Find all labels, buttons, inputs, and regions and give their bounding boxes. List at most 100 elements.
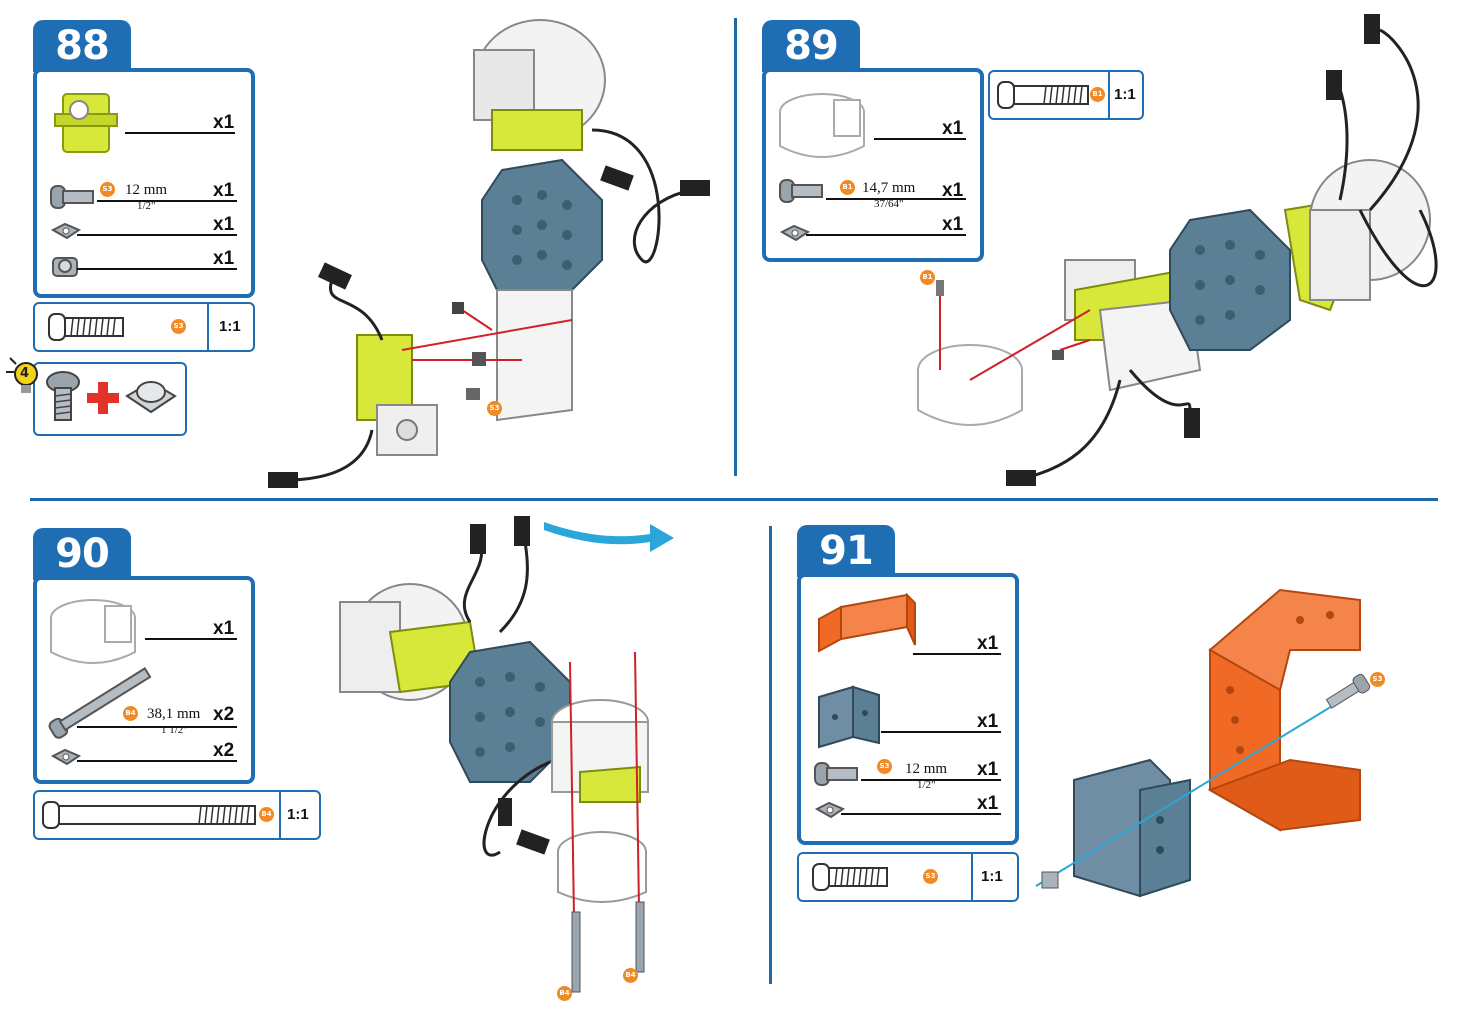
divider-horizontal — [30, 498, 1438, 501]
orange-u-bracket-icon — [818, 592, 916, 653]
quantity: x1 — [977, 633, 999, 654]
lock-nut-icon — [52, 257, 78, 277]
quantity: x1 — [213, 214, 235, 235]
long-screw-icon — [42, 801, 256, 829]
step-number: 90 — [33, 528, 131, 580]
parts-list: x1 B4 38,1 mm 1 1/2" x2 x2 — [33, 576, 255, 784]
length-mm: 12 mm — [125, 182, 168, 198]
assembly-illustration — [917, 14, 1438, 486]
servo-horn-cap-icon — [779, 93, 865, 158]
part-code-badge: B1 — [840, 180, 855, 195]
long-screw-icon — [48, 667, 152, 739]
quantity: x1 — [942, 118, 964, 139]
parts-list: x1 S3 12 mm 1/2" x1 x1 x1 — [33, 68, 255, 298]
assembly-illustration — [268, 19, 710, 488]
leader-line — [874, 138, 966, 140]
quantity: x1 — [213, 248, 235, 269]
scale-label: 1:1 — [981, 868, 1003, 885]
callout-code-badge: S3 — [487, 401, 502, 416]
part-code-badge: S3 — [877, 759, 892, 774]
leader-line — [77, 760, 237, 762]
parts-list: x1 x1 S3 12 mm 1/2" x1 x1 — [797, 573, 1019, 845]
tip-screw-icon — [46, 371, 80, 421]
screw-icon — [779, 179, 823, 203]
leader-line — [913, 653, 1001, 655]
quantity: x1 — [942, 180, 964, 201]
square-nut-icon — [814, 801, 846, 819]
scale-separator — [207, 304, 209, 350]
part-code-badge: S3 — [100, 182, 115, 197]
step-number: 89 — [762, 20, 860, 72]
callout-code-badge: B4 — [623, 968, 638, 983]
actual-size-guide: B1 1:1 — [988, 70, 1144, 120]
part-code-badge: B4 — [259, 807, 274, 822]
leader-line — [77, 726, 237, 728]
quantity: x2 — [213, 740, 235, 761]
quantity: x1 — [213, 618, 235, 639]
lightbulb-tip-icon — [6, 357, 38, 393]
callout-code-badge: B4 — [557, 986, 572, 1001]
screw-icon — [814, 762, 858, 786]
scale-label: 1:1 — [287, 806, 309, 823]
quantity: x2 — [213, 704, 235, 725]
quantity: x1 — [977, 793, 999, 814]
length-mm: 14,7 mm — [862, 180, 916, 196]
leader-line — [841, 813, 1001, 815]
quantity: x1 — [213, 112, 235, 133]
assembly-illustration — [339, 516, 649, 993]
tip-number: 4 — [20, 366, 30, 381]
actual-size-guide: B4 1:1 — [33, 790, 321, 840]
length-inch: 1/2" — [917, 779, 936, 791]
scale-separator — [971, 854, 973, 900]
leader-line — [861, 779, 1001, 781]
length-mm: 38,1 mm — [147, 706, 201, 722]
rotate-arrow-icon — [544, 522, 674, 552]
quantity: x1 — [213, 180, 235, 201]
scale-separator — [1108, 72, 1110, 118]
square-nut-icon — [50, 222, 82, 240]
screw-icon — [48, 313, 124, 341]
length-mm: 12 mm — [905, 761, 948, 777]
divider-vertical-top — [734, 18, 737, 476]
scale-separator — [279, 792, 281, 838]
scale-label: 1:1 — [219, 318, 241, 335]
leader-line — [806, 234, 966, 236]
part-code-badge: S3 — [171, 319, 186, 334]
square-nut-icon — [779, 224, 811, 242]
quantity: x1 — [942, 214, 964, 235]
screw-icon — [997, 81, 1089, 109]
callout-code-badge: S3 — [1370, 672, 1385, 687]
actual-size-guide: S3 1:1 — [797, 852, 1019, 902]
callout-code-badge: B1 — [920, 270, 935, 285]
servo-horn-cap-icon — [50, 599, 136, 664]
divider-vertical-bottom — [769, 526, 772, 984]
length-inch: 1/2" — [137, 200, 156, 212]
step-number: 91 — [797, 525, 895, 577]
step-number: 88 — [33, 20, 131, 72]
servo-motor-icon — [54, 93, 118, 153]
leader-line — [125, 132, 235, 134]
blue-bracket-icon — [818, 685, 880, 749]
parts-list: x1 B1 14,7 mm 37/64" x1 x1 — [762, 68, 984, 262]
lock-nut-icon — [125, 380, 177, 414]
leader-line — [77, 268, 237, 270]
part-code-badge: B4 — [123, 706, 138, 721]
part-code-badge: S3 — [923, 869, 938, 884]
leader-line — [145, 638, 237, 640]
leader-line — [97, 200, 237, 202]
square-nut-icon — [50, 748, 82, 766]
length-inch: 37/64" — [874, 198, 904, 210]
scale-label: 1:1 — [1114, 86, 1136, 103]
plus-icon — [87, 382, 119, 414]
leader-line — [826, 198, 966, 200]
actual-size-guide: S3 1:1 — [33, 302, 255, 352]
part-code-badge: B1 — [1090, 87, 1105, 102]
screw-icon — [50, 185, 94, 209]
tip-box — [33, 362, 187, 436]
quantity: x1 — [977, 759, 999, 780]
leader-line — [881, 731, 1001, 733]
leader-line — [77, 234, 237, 236]
assembly-illustration — [1035, 588, 1371, 898]
quantity: x1 — [977, 711, 999, 732]
screw-icon — [812, 863, 888, 891]
